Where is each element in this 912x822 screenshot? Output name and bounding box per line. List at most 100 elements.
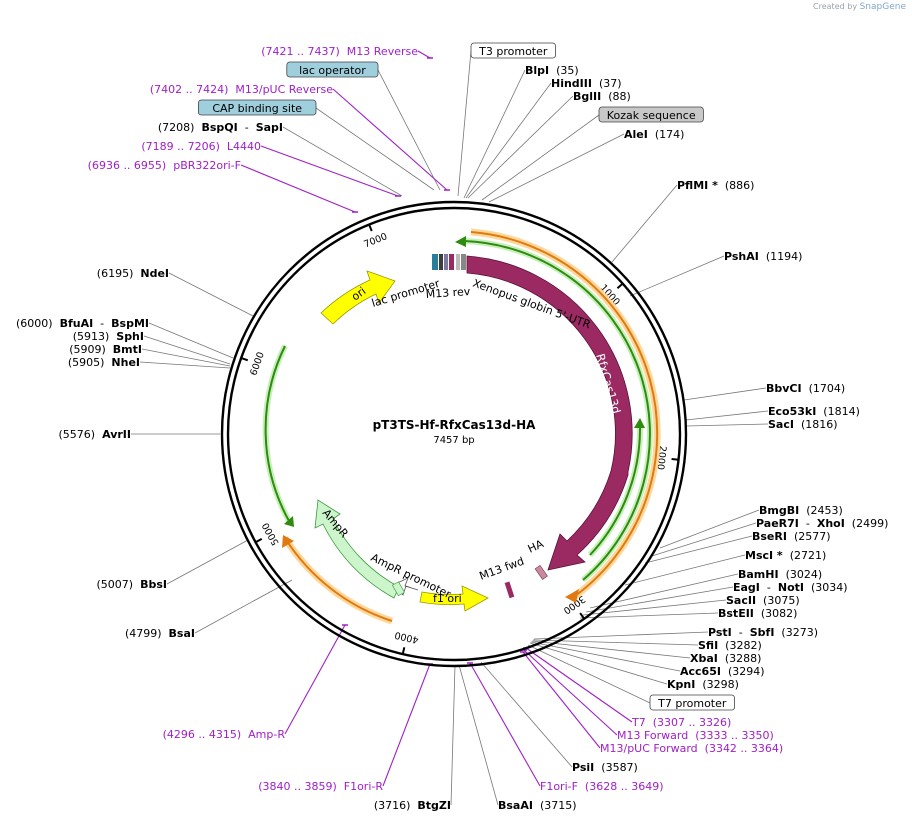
label-text: (4296 .. 4315) Amp-R <box>163 728 286 741</box>
leader-line <box>579 612 719 619</box>
leader-line <box>651 522 757 557</box>
label-text: (7402 .. 7424) M13/pUC Reverse <box>150 83 333 96</box>
label-text: KpnI (3298) <box>667 678 739 691</box>
label-name: PsiI <box>572 761 594 774</box>
label-range: (2577) <box>787 530 831 543</box>
leader-line <box>527 644 651 704</box>
map-label-primer: M13 Forward (3333 .. 3350) <box>617 729 774 742</box>
label-range: (1704) <box>802 382 846 395</box>
label-text: PaeR7I - XhoI (2499) <box>756 517 888 530</box>
label-name: BmgBI <box>759 504 799 517</box>
backbone-inner-strand <box>226 206 682 662</box>
label-separator: - <box>732 626 750 639</box>
label-text: F1ori-F (3628 .. 3649) <box>540 780 664 793</box>
cap-site-feature <box>432 254 438 270</box>
map-label-site: BstEII (3082) <box>718 607 797 620</box>
label-text: PsiI (3587) <box>572 761 638 774</box>
feature-box <box>286 61 379 78</box>
label-text: (7189 .. 7206) L4440 <box>141 140 261 153</box>
label-range: (3715) <box>533 799 577 812</box>
label-text: BstEII (3082) <box>718 607 797 620</box>
label-range: (7208) <box>158 121 202 134</box>
label-range: (6195) <box>97 267 141 280</box>
leader-line <box>260 145 399 197</box>
map-label-primer: T7 (3307 .. 3326) <box>631 716 731 729</box>
label-name: F1ori-R <box>344 780 384 793</box>
label-name2: XhoI <box>817 517 845 530</box>
label-range: (7421 .. 7437) <box>261 45 347 58</box>
utr-feature <box>461 254 466 270</box>
label-range: (3082) <box>754 607 798 620</box>
label-text: Acc65I (3294) <box>680 665 765 678</box>
label-range: (4296 .. 4315) <box>163 728 249 741</box>
map-label-primer: (6936 .. 6955) pBR322ori-F <box>88 159 241 172</box>
leader-line <box>467 95 574 199</box>
leader-line <box>148 322 234 359</box>
map-label-primer: (7189 .. 7206) L4440 <box>141 140 261 153</box>
map-label-site: BlpI (35) <box>525 64 579 77</box>
label-name: NdeI <box>140 267 169 280</box>
label-text: (5576) AvrII <box>59 428 131 441</box>
label-range: (5909) <box>69 343 113 356</box>
green-arc-upper-head <box>455 236 466 247</box>
label-name: BbvCI <box>766 382 802 395</box>
leader-line <box>417 50 431 59</box>
label-range: (174) <box>648 128 685 141</box>
label-name: BamHI <box>738 568 779 581</box>
map-label-site: PsiI (3587) <box>572 761 638 774</box>
leader-line <box>139 361 231 369</box>
label-text: EagI - NotI (3034) <box>733 581 848 594</box>
ring-tick <box>579 612 585 619</box>
label-name: BtgZI <box>417 799 451 812</box>
label-name: BmtI <box>113 343 142 356</box>
label-text: (4799) BsaI <box>125 627 195 640</box>
label-range: (3034) <box>804 581 848 594</box>
map-label-box: T3 promoter <box>470 42 556 59</box>
label-name: NheI <box>111 356 140 369</box>
label-range: (3628 .. 3649) <box>578 780 664 793</box>
label-range: (6000) <box>16 317 60 330</box>
label-name: PflMI * <box>677 179 718 192</box>
label-text: BlpI (35) <box>525 64 579 77</box>
feature-box-text: lac operator <box>299 64 366 77</box>
label-text: BglII (88) <box>573 90 631 103</box>
map-label-site: PstI - SbfI (3273) <box>708 626 818 639</box>
leader-line <box>481 114 600 201</box>
label-name: PshAI <box>724 250 759 263</box>
ring-tick <box>368 225 373 232</box>
leader-line <box>458 664 499 806</box>
label-name: BlpI <box>525 64 549 77</box>
map-label-primer: M13/pUC Forward (3342 .. 3364) <box>600 742 783 755</box>
green-arc-left <box>264 345 290 522</box>
map-label-site: (5913) SphI <box>73 330 144 343</box>
label-text: T7 (3307 .. 3326) <box>631 716 731 729</box>
label-range: (88) <box>601 90 631 103</box>
leader-line <box>531 640 691 659</box>
map-label-box: T7 promoter <box>649 694 735 711</box>
leader-line <box>659 509 760 549</box>
map-label-site: (6000) BfuAI - BspMI <box>16 317 149 330</box>
leader-line <box>685 423 769 427</box>
map-label-site: SacI (1816) <box>768 418 838 431</box>
label-name: PaeR7I <box>756 517 799 530</box>
label-text: PshAI (1194) <box>724 250 802 263</box>
label-range: (3840 .. 3859) <box>258 780 344 793</box>
label-text: PstI - SbfI (3273) <box>708 626 818 639</box>
label-text: M13 Forward (3333 .. 3350) <box>617 729 774 742</box>
label-text: (5909) BmtI <box>69 343 142 356</box>
label-separator: - <box>238 121 256 134</box>
label-text: PflMI * (886) <box>677 179 754 192</box>
label-text: MscI * (2721) <box>745 549 826 562</box>
map-label-site: PflMI * (886) <box>677 179 754 192</box>
leader-line <box>611 184 678 263</box>
label-text: Eco53kI (1814) <box>768 405 860 418</box>
leader-line <box>469 662 541 787</box>
map-label-site: XbaI (3288) <box>690 652 761 665</box>
label-name: L4440 <box>227 140 261 153</box>
ring-tick <box>241 357 249 362</box>
ring-tick-label: 7000 <box>362 231 389 250</box>
map-label-site: SacII (3075) <box>726 594 800 607</box>
label-range: (1194) <box>759 250 803 263</box>
map-label-site: AleI (174) <box>624 128 684 141</box>
